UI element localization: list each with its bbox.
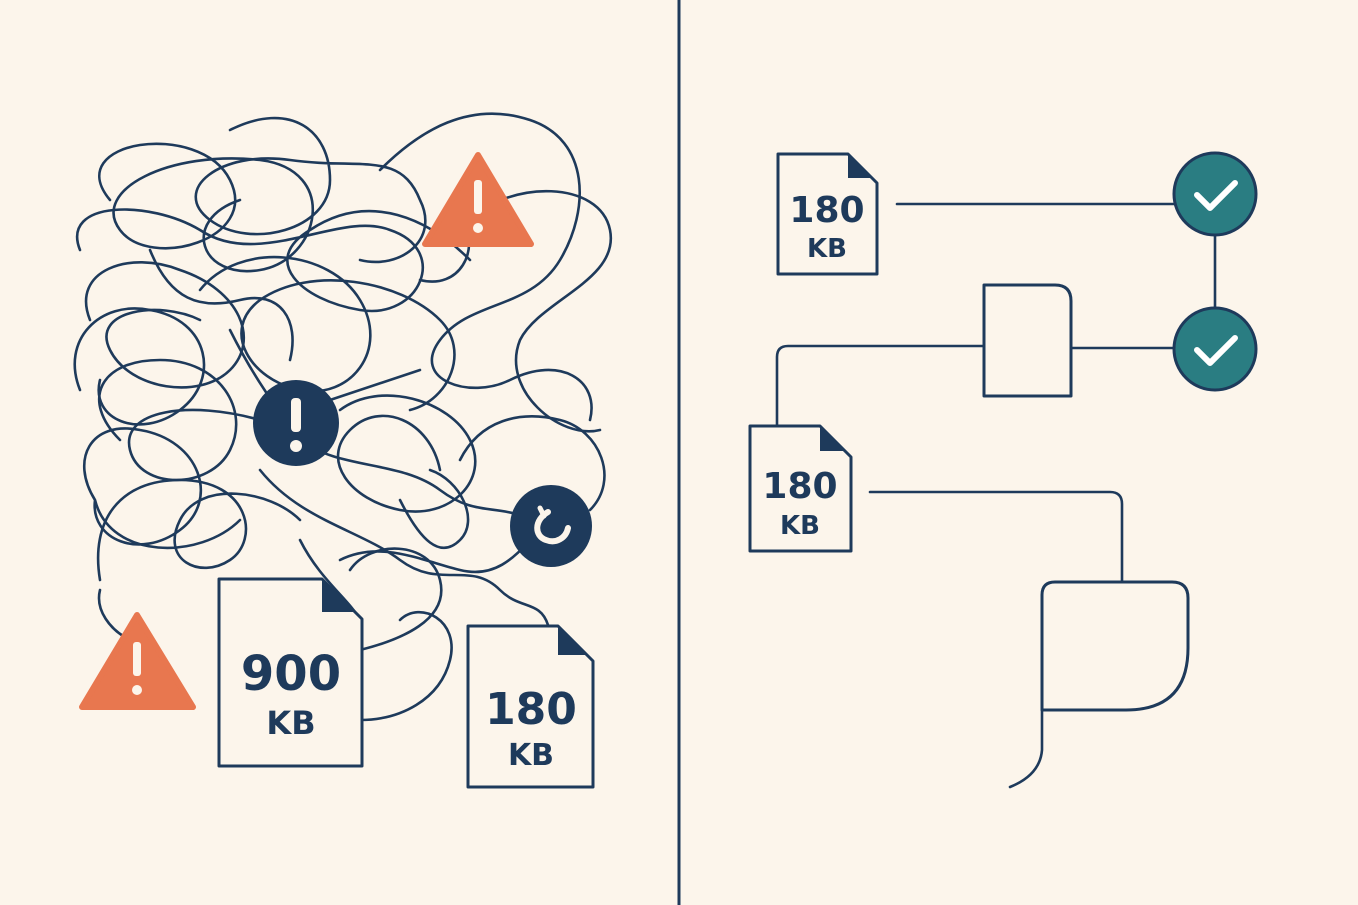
file-unit-label: KB	[508, 738, 554, 773]
exclamation-circle-icon	[253, 380, 339, 466]
file-icon-180kb: 180 KB	[748, 424, 853, 553]
file-icon-180kb: 180 KB	[466, 624, 595, 789]
file-size-label: 900	[241, 646, 341, 702]
warning-triangle-icon	[79, 612, 196, 710]
output-block	[1040, 580, 1190, 712]
file-icon-900kb: 900 KB	[217, 577, 364, 768]
connector-lines	[775, 202, 1217, 789]
empty-document-box	[982, 283, 1073, 398]
file-unit-label: KB	[807, 234, 847, 264]
file-unit-label: KB	[266, 704, 315, 742]
broken-link-icon	[510, 485, 592, 567]
file-unit-label: KB	[780, 511, 820, 541]
file-icon-180kb: 180 KB	[776, 152, 879, 276]
file-size-label: 180	[789, 190, 864, 231]
warning-triangle-icon	[422, 152, 534, 247]
check-circle-icon	[1172, 306, 1258, 392]
file-size-label: 180	[762, 466, 837, 507]
file-size-label: 180	[485, 684, 577, 735]
check-circle-icon	[1172, 151, 1258, 237]
